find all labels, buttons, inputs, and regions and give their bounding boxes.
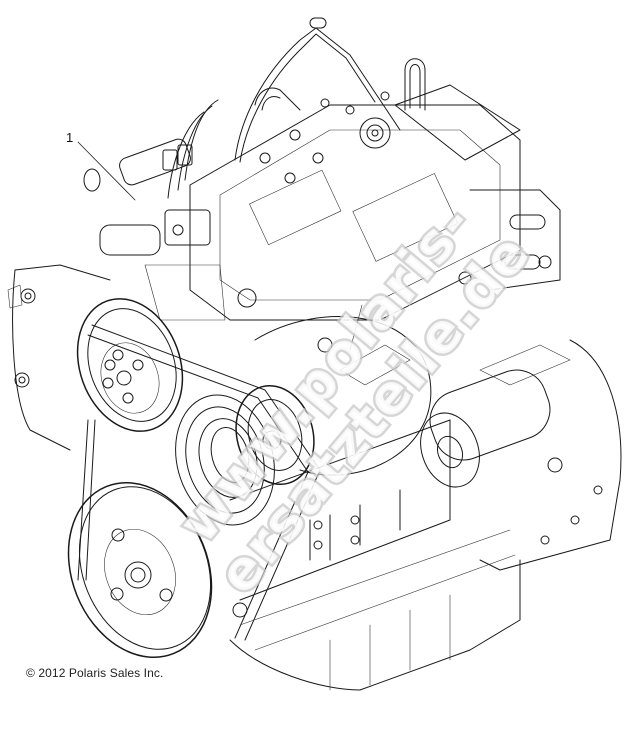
starter-motor <box>420 344 571 488</box>
fuel-injection-pump <box>83 138 257 321</box>
flywheel-housing <box>479 339 622 571</box>
crankshaft-pulley <box>67 482 213 658</box>
fuel-lines <box>162 17 401 199</box>
water-pump-pulley <box>76 298 184 432</box>
drive-belt <box>77 324 321 641</box>
timing-cover <box>7 264 111 451</box>
callout-leader-line <box>77 141 136 201</box>
lifting-eye <box>404 58 426 111</box>
alternator <box>235 304 432 486</box>
idler-pulley <box>175 394 275 526</box>
engine-assembly-drawing <box>7 17 622 691</box>
parts-diagram: www.polaris-ersatzteile.de www.polaris-e… <box>7 17 622 691</box>
copyright-notice: © 2012 Polaris Sales Inc. <box>26 666 164 680</box>
callout-label-1: 1 <box>66 130 74 145</box>
right-brackets <box>458 189 561 291</box>
engine-block <box>229 419 451 618</box>
oil-pan <box>229 529 521 691</box>
cylinder-head <box>189 84 521 321</box>
